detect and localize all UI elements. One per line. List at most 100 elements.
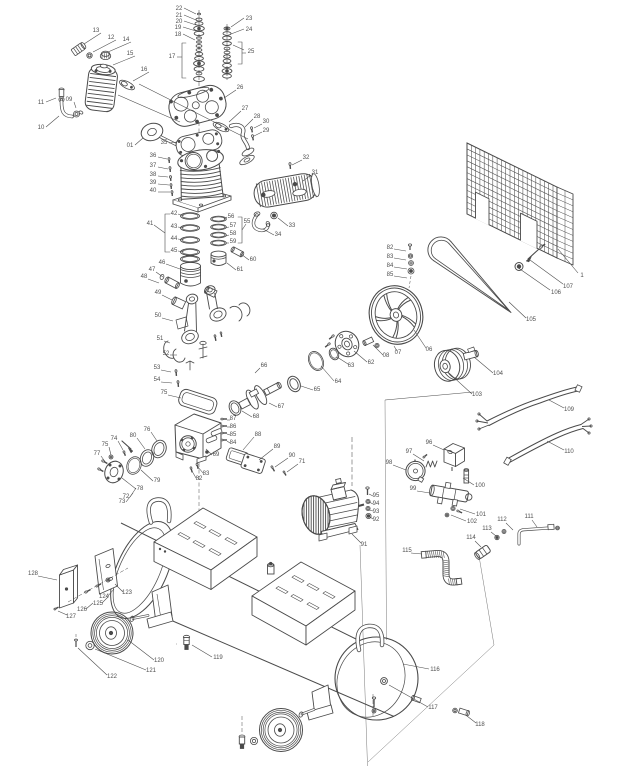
svg-text:43: 43 xyxy=(171,224,178,230)
svg-text:07: 07 xyxy=(395,350,402,356)
svg-text:71: 71 xyxy=(299,459,306,465)
svg-text:23: 23 xyxy=(246,16,253,22)
svg-text:14: 14 xyxy=(123,37,130,43)
svg-text:97: 97 xyxy=(406,449,413,455)
svg-text:112: 112 xyxy=(497,517,507,523)
svg-text:74: 74 xyxy=(111,436,118,442)
svg-text:67: 67 xyxy=(278,404,285,410)
svg-text:52: 52 xyxy=(163,351,170,357)
svg-text:119: 119 xyxy=(213,655,223,661)
svg-text:26: 26 xyxy=(237,85,244,91)
svg-text:32: 32 xyxy=(303,155,310,161)
svg-text:92: 92 xyxy=(373,517,380,523)
svg-text:45: 45 xyxy=(171,248,178,254)
svg-text:123: 123 xyxy=(122,590,133,596)
svg-text:56: 56 xyxy=(228,214,235,220)
svg-text:64: 64 xyxy=(335,379,342,385)
svg-text:38: 38 xyxy=(150,172,157,178)
svg-text:75: 75 xyxy=(102,442,109,448)
svg-text:121: 121 xyxy=(146,668,157,674)
svg-text:42: 42 xyxy=(171,211,178,217)
svg-text:49: 49 xyxy=(155,290,162,296)
svg-text:69: 69 xyxy=(213,452,220,458)
svg-text:77: 77 xyxy=(94,451,101,457)
svg-text:124: 124 xyxy=(99,594,110,600)
svg-text:12: 12 xyxy=(108,35,115,41)
svg-text:114: 114 xyxy=(466,535,476,541)
svg-text:39: 39 xyxy=(150,180,157,186)
svg-text:37: 37 xyxy=(150,163,157,169)
svg-text:88: 88 xyxy=(255,432,262,438)
svg-text:19: 19 xyxy=(175,25,182,31)
svg-text:16: 16 xyxy=(141,67,148,73)
svg-text:84: 84 xyxy=(230,440,237,446)
svg-text:83: 83 xyxy=(387,254,394,260)
svg-text:106: 106 xyxy=(551,290,562,296)
svg-text:29: 29 xyxy=(263,128,270,134)
svg-text:91: 91 xyxy=(361,542,368,548)
svg-text:36: 36 xyxy=(150,153,157,159)
svg-text:99: 99 xyxy=(410,486,417,492)
svg-text:55: 55 xyxy=(244,219,251,225)
svg-text:60: 60 xyxy=(250,257,257,263)
svg-text:30: 30 xyxy=(263,119,270,125)
svg-text:66: 66 xyxy=(261,363,268,369)
svg-text:68: 68 xyxy=(253,414,260,420)
svg-text:46: 46 xyxy=(159,260,166,266)
svg-text:80: 80 xyxy=(130,433,137,439)
svg-text:117: 117 xyxy=(428,705,438,711)
svg-text:89: 89 xyxy=(274,444,281,450)
svg-text:84: 84 xyxy=(387,263,394,269)
svg-text:93: 93 xyxy=(373,509,380,515)
svg-text:44: 44 xyxy=(171,236,178,242)
svg-text:09: 09 xyxy=(66,97,73,103)
svg-text:65: 65 xyxy=(314,387,321,393)
svg-text:33: 33 xyxy=(289,223,296,229)
svg-text:125: 125 xyxy=(93,601,104,607)
svg-text:96: 96 xyxy=(426,440,433,446)
svg-text:63: 63 xyxy=(348,363,355,369)
svg-text:128: 128 xyxy=(28,571,39,577)
svg-text:113: 113 xyxy=(482,526,492,532)
svg-text:01: 01 xyxy=(127,143,134,149)
svg-text:126: 126 xyxy=(77,607,88,613)
svg-text:22: 22 xyxy=(176,6,183,12)
svg-text:103: 103 xyxy=(472,392,483,398)
svg-text:08: 08 xyxy=(383,353,390,359)
svg-text:118: 118 xyxy=(475,722,485,728)
svg-text:28: 28 xyxy=(254,114,261,120)
svg-text:73: 73 xyxy=(119,499,126,505)
svg-text:24: 24 xyxy=(246,27,253,33)
svg-text:110: 110 xyxy=(564,449,574,455)
svg-text:85: 85 xyxy=(387,272,394,278)
svg-text:122: 122 xyxy=(107,674,118,680)
svg-text:82: 82 xyxy=(196,476,203,482)
svg-text:76: 76 xyxy=(144,427,151,433)
svg-text:107: 107 xyxy=(563,284,574,290)
svg-text:94: 94 xyxy=(373,501,380,507)
svg-text:40: 40 xyxy=(150,188,157,194)
svg-text:53: 53 xyxy=(154,365,161,371)
svg-text:104: 104 xyxy=(493,371,504,377)
svg-text:58: 58 xyxy=(230,231,237,237)
svg-text:98: 98 xyxy=(386,460,393,466)
svg-text:62: 62 xyxy=(368,360,375,366)
svg-text:85: 85 xyxy=(230,432,237,438)
svg-text:90: 90 xyxy=(289,453,296,459)
svg-text:34: 34 xyxy=(275,232,282,238)
svg-text:78: 78 xyxy=(137,486,144,492)
svg-text:127: 127 xyxy=(66,614,77,620)
svg-text:10: 10 xyxy=(38,125,45,131)
svg-text:41: 41 xyxy=(147,221,154,227)
svg-text:17: 17 xyxy=(169,54,176,60)
svg-text:59: 59 xyxy=(230,239,237,245)
svg-text:82: 82 xyxy=(387,245,394,251)
svg-text:105: 105 xyxy=(526,317,537,323)
svg-text:11: 11 xyxy=(38,100,45,106)
svg-text:13: 13 xyxy=(93,28,100,34)
svg-text:120: 120 xyxy=(154,658,165,664)
svg-text:57: 57 xyxy=(230,223,237,229)
svg-text:95: 95 xyxy=(373,493,380,499)
svg-text:15: 15 xyxy=(127,51,134,57)
svg-text:116: 116 xyxy=(430,667,440,673)
